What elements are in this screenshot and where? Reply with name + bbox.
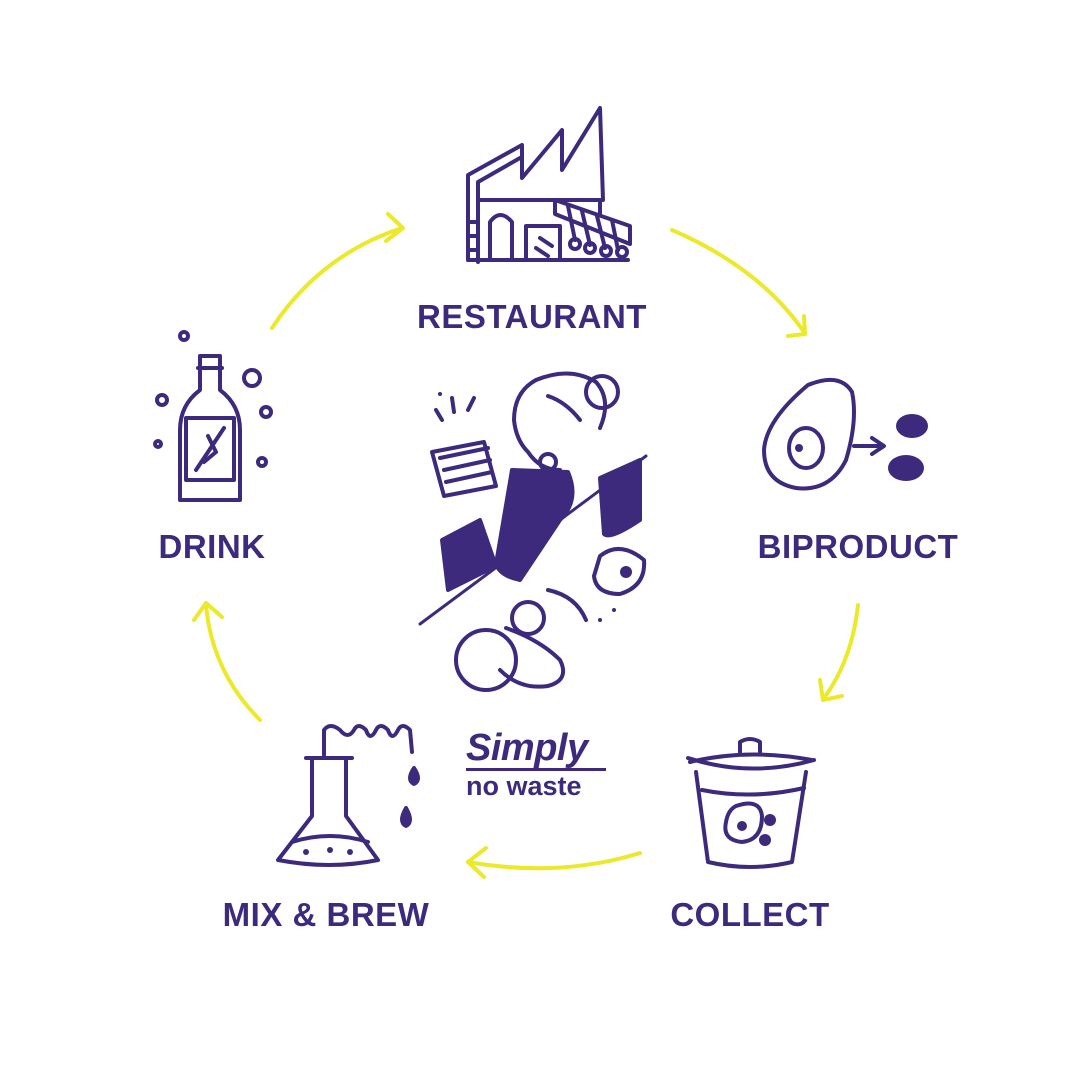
person-drinking-illustration <box>418 371 648 692</box>
bucket-icon <box>686 737 816 869</box>
avocado-icon <box>762 377 928 491</box>
step-label-drink: DRINK <box>158 528 266 565</box>
arrow-collect-to-mix <box>466 846 642 879</box>
bottle-icon <box>153 330 273 502</box>
brand-line-2: no waste <box>466 768 606 800</box>
step-label-biproduct: BIPRODUCT <box>757 528 959 565</box>
step-label-restaurant: RESTAURANT <box>417 298 647 335</box>
step-label-collect: COLLECT <box>670 896 830 933</box>
flask-icon <box>276 724 420 867</box>
factory-restaurant-icon <box>466 106 632 264</box>
arrow-mix-to-drink <box>192 601 262 722</box>
step-label-mix-brew: MIX & BREW <box>222 896 430 933</box>
arrow-drink-to-restaurant <box>270 212 405 330</box>
brand-logo: Simply no waste <box>466 727 606 800</box>
arrow-biproduct-to-collect <box>818 603 860 702</box>
arrow-restaurant-to-biproduct <box>670 228 807 338</box>
brand-line-1: Simply <box>466 727 588 769</box>
